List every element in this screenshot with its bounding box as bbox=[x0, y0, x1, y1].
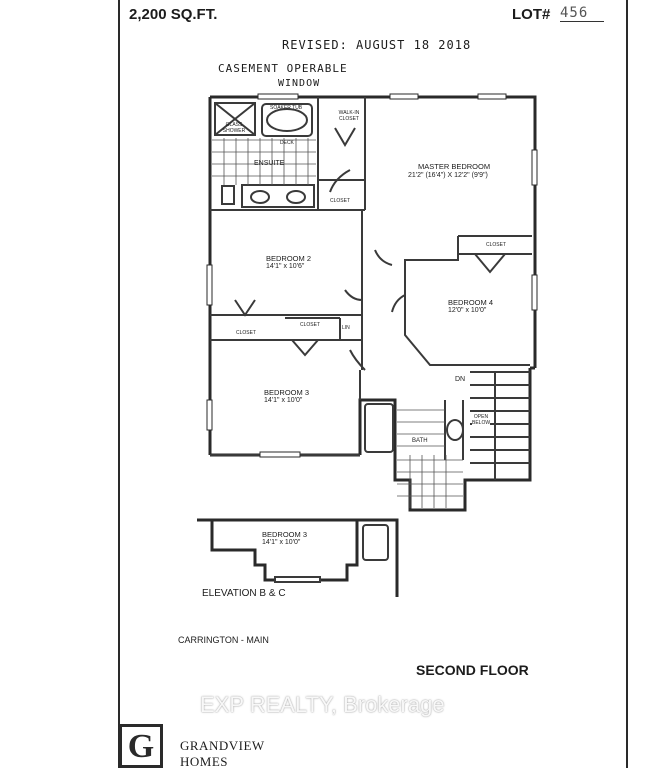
walk-in-closet-label: WALK-IN CLOSET bbox=[338, 110, 360, 122]
brokerage-watermark: EXP REALTY, Brokerage bbox=[200, 692, 445, 717]
closet-door-swing bbox=[234, 299, 256, 317]
window bbox=[531, 149, 538, 186]
bedroom3-name: BEDROOM 3 bbox=[264, 388, 310, 397]
bedroom4-size: 12'0" x 10'0" bbox=[448, 307, 487, 314]
bedroom2-size: 14'1" x 10'6" bbox=[266, 263, 305, 270]
window-note-line2: WINDOW bbox=[278, 78, 321, 89]
bedroom4-closet-label: CLOSET bbox=[486, 242, 507, 248]
soaker-tub bbox=[261, 103, 313, 137]
door-swing bbox=[344, 289, 363, 301]
window bbox=[206, 399, 213, 431]
exterior-wall-top-right bbox=[210, 95, 537, 368]
elevation-tub bbox=[362, 524, 389, 561]
window bbox=[274, 576, 321, 583]
window bbox=[531, 274, 538, 311]
elevation-walls bbox=[197, 518, 359, 582]
hall-closet-label: CLOSET bbox=[300, 322, 321, 328]
shower-box bbox=[214, 102, 256, 136]
window-note-line1: CASEMENT OPERABLE bbox=[218, 62, 348, 75]
brand-line1: GRANDVIEW bbox=[180, 738, 265, 753]
bedroom2-closet-label: CLOSET bbox=[236, 330, 257, 336]
window bbox=[389, 93, 419, 100]
bedroom2-name: BEDROOM 2 bbox=[266, 254, 312, 263]
door-swing bbox=[349, 349, 366, 371]
open-below-label: OPEN BELOW bbox=[472, 414, 491, 426]
window bbox=[477, 93, 507, 100]
brand-line2: HOMES bbox=[180, 754, 229, 769]
lot-label: LOT# bbox=[512, 6, 551, 23]
model-name: CARRINGTON - MAIN bbox=[178, 635, 269, 645]
door-swing bbox=[329, 169, 351, 193]
deck-label: DECK bbox=[280, 140, 294, 146]
bath-label: BATH bbox=[412, 438, 428, 444]
door-swing bbox=[391, 294, 406, 313]
elevation-room-name: BEDROOM 3 bbox=[262, 530, 308, 539]
door-swing bbox=[374, 249, 393, 266]
grandview-logo: G bbox=[119, 724, 163, 768]
master-bedroom-name: MASTER BEDROOM bbox=[418, 162, 491, 171]
closet-door-swing bbox=[334, 127, 356, 147]
elevation-room-size: 14'1" x 10'0" bbox=[262, 539, 301, 546]
vanity bbox=[241, 184, 315, 208]
window bbox=[257, 93, 299, 100]
soaker-tub-label: SOAKER TUB bbox=[270, 105, 303, 111]
closet-door-swing bbox=[474, 253, 506, 274]
ensuite-closet-label: CLOSET bbox=[330, 198, 351, 204]
toilet-bath bbox=[446, 419, 464, 441]
glass-shower-label: GLASS SHOWER bbox=[222, 122, 246, 134]
bathtub bbox=[364, 403, 394, 453]
floor-plan-sheet bbox=[118, 0, 628, 768]
floor-label: SECOND FLOOR bbox=[416, 662, 529, 678]
toilet-ensuite bbox=[221, 185, 235, 205]
linen-label: LIN bbox=[342, 325, 350, 331]
ensuite-label: ENSUITE bbox=[254, 160, 285, 167]
logo-letter: G bbox=[127, 728, 155, 765]
bedroom4-name: BEDROOM 4 bbox=[448, 298, 494, 307]
bedroom3-size: 14'1" x 10'0" bbox=[264, 397, 303, 404]
lot-number: 456 bbox=[560, 5, 604, 22]
wall-bed4 bbox=[404, 236, 530, 366]
master-bedroom-size: 21'2" (16'4") X 12'2" (9'9") bbox=[408, 172, 488, 179]
closet-door-swing bbox=[291, 339, 319, 357]
window bbox=[259, 451, 301, 458]
revised-note: REVISED: AUGUST 18 2018 bbox=[282, 38, 472, 52]
window bbox=[206, 264, 213, 306]
floor-area: 2,200 SQ.FT. bbox=[129, 6, 218, 23]
elevation-label: ELEVATION B & C bbox=[202, 588, 286, 599]
stairs-down-label: DN bbox=[455, 376, 466, 383]
